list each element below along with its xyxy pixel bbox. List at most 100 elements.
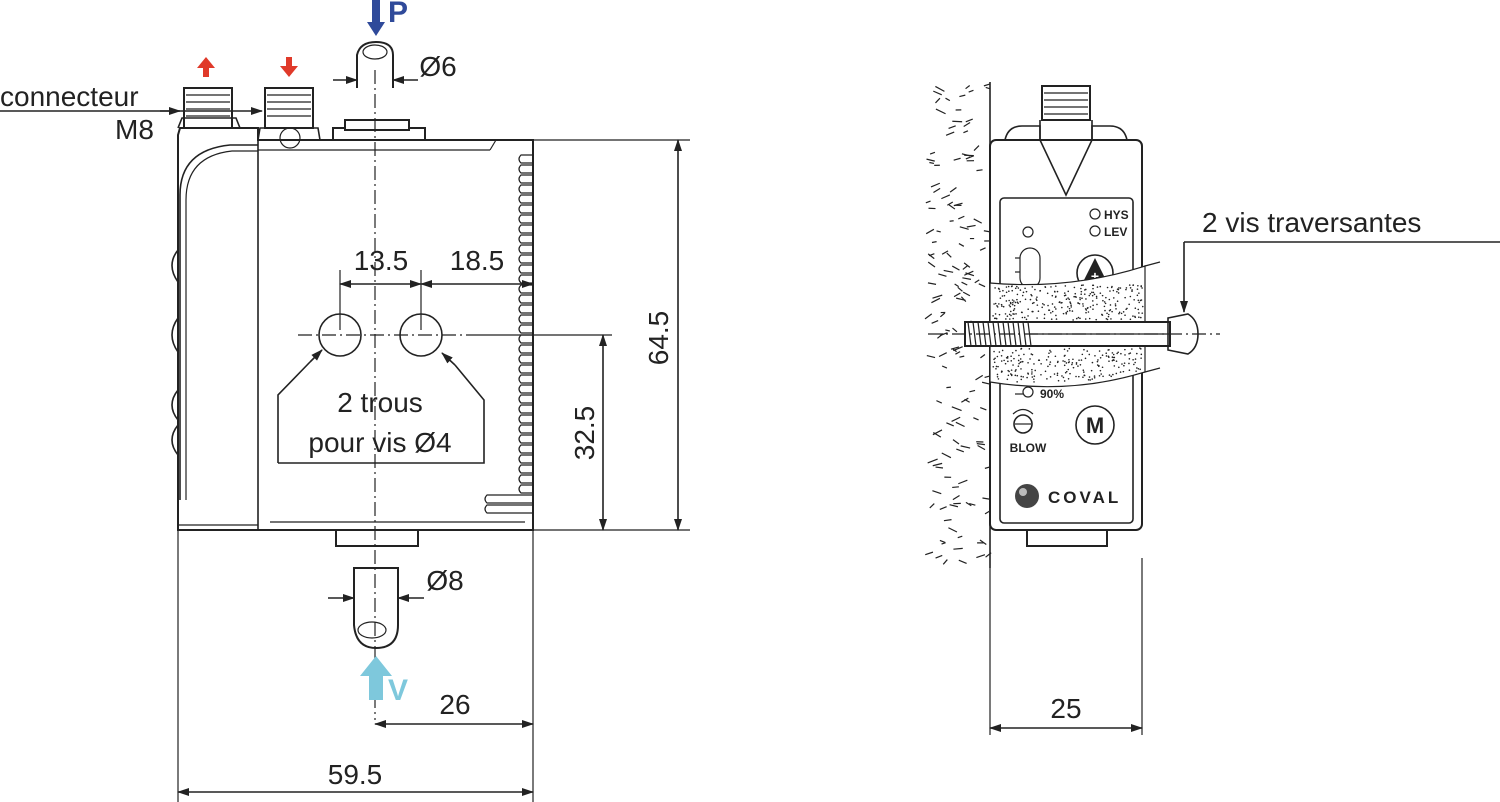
foam-dot (1135, 370, 1137, 372)
foam-dot (1089, 293, 1092, 295)
wall-hatch-stroke (959, 94, 966, 98)
foam-dot (994, 302, 997, 305)
brand-label: COVAL (1048, 488, 1121, 507)
foam-dot (1010, 314, 1012, 317)
wall-hatch-stroke (927, 282, 937, 285)
foam-dot (1050, 318, 1053, 320)
wall-hatch-stroke (952, 439, 960, 445)
foam-dot (1055, 308, 1057, 310)
foam-dot (1084, 357, 1087, 360)
foam-dot (1026, 376, 1028, 379)
foam-dot (1044, 286, 1047, 289)
foam-dot (992, 315, 994, 317)
cooling-rib (518, 464, 533, 474)
wall-hatch-stroke (946, 252, 952, 258)
holes-label-line1: 2 trous (337, 387, 423, 418)
foam-dot (1095, 318, 1098, 321)
foam-dot (1069, 309, 1071, 312)
foam-dot (1072, 366, 1075, 369)
wall-hatch-stroke (945, 131, 955, 136)
foam-dot (1089, 379, 1091, 381)
foam-dot (1068, 358, 1070, 361)
foam-dot (1089, 306, 1092, 308)
mode-button[interactable]: M (1075, 405, 1115, 445)
foam-dot (1125, 287, 1128, 289)
foam-dot (1006, 355, 1009, 358)
foam-dot (1068, 347, 1071, 350)
foam-dot (1082, 305, 1084, 307)
foam-dot (1016, 293, 1019, 296)
foam-dot (1010, 369, 1013, 371)
foam-dot (1064, 285, 1067, 287)
blow-knob-icon[interactable] (1012, 408, 1034, 434)
foam-dot (1015, 369, 1017, 371)
wall-hatch-stroke (933, 187, 941, 193)
wall-hatch-stroke (941, 452, 952, 459)
foam-dot (1097, 359, 1099, 361)
foam-dot (1095, 297, 1098, 299)
foam-dot (1000, 303, 1003, 306)
foam-dot (1108, 374, 1111, 376)
foam-texture (992, 284, 1144, 383)
foam-dot (1100, 373, 1102, 375)
foam-dot (1046, 292, 1049, 295)
foam-dot (1017, 365, 1020, 367)
foam-dot (1001, 349, 1004, 352)
foam-dot (1066, 310, 1069, 313)
brand-logo (1015, 484, 1039, 508)
wall-hatch-stroke (957, 535, 963, 539)
foam-dot (1137, 284, 1139, 287)
foam-dot (1118, 366, 1120, 369)
foam-dot (1124, 348, 1126, 351)
wall-hatch-stroke (935, 85, 945, 92)
foam-dot (1124, 296, 1126, 299)
foam-dot (1039, 289, 1042, 292)
pressure-port-arrow-icon (367, 0, 385, 36)
wall-hatch-stroke (965, 118, 973, 123)
foam-dot (996, 306, 999, 308)
foam-dot (1079, 298, 1081, 301)
foam-dot (1000, 354, 1003, 357)
foam-dot (1045, 359, 1048, 361)
foam-dot (1054, 296, 1057, 298)
foam-dot (1065, 298, 1068, 300)
foam-dot (1139, 347, 1141, 349)
foam-dot (1101, 354, 1104, 356)
foam-dot (1108, 309, 1111, 312)
through-screws-label: 2 vis traversantes (1202, 207, 1421, 238)
wall-hatch-stroke (943, 269, 954, 273)
wall-hatch-stroke (941, 250, 949, 255)
wall-hatch-stroke (977, 444, 986, 451)
foam-dot (1062, 360, 1064, 362)
foam-dot (1067, 305, 1069, 308)
foam-dot (997, 365, 999, 368)
foam-dot (1138, 301, 1140, 304)
foam-dot (1101, 313, 1103, 316)
wall-hatch-stroke (935, 108, 946, 115)
foam-dot (997, 378, 1000, 380)
foam-dot (1049, 361, 1052, 363)
foam-dot (1049, 376, 1052, 378)
wall-hatch-stroke (965, 272, 975, 277)
foam-dot (1103, 305, 1106, 308)
foam-dot (1031, 373, 1033, 375)
dim-height-total: 64.5 (643, 311, 674, 366)
wall-hatch-stroke (929, 503, 935, 509)
pressure-tube (356, 40, 394, 88)
wall-hatch-stroke (938, 352, 947, 358)
foam-dot (1088, 317, 1091, 320)
foam-dot (1122, 370, 1125, 373)
foam-dot (1101, 294, 1104, 297)
wall-hatch-stroke (927, 458, 938, 464)
foam-dot (1083, 348, 1085, 351)
foam-dot (1006, 357, 1009, 359)
foam-dot (1088, 353, 1091, 356)
foam-dot (1092, 304, 1094, 307)
screw-thread-line (1012, 321, 1017, 347)
wall-hatch-stroke (962, 291, 971, 297)
foam-dot (1006, 378, 1009, 381)
foam-dot (1037, 310, 1040, 313)
foam-dot (1118, 311, 1121, 314)
wall-hatch-stroke (963, 122, 971, 127)
foam-dot (1073, 286, 1076, 289)
